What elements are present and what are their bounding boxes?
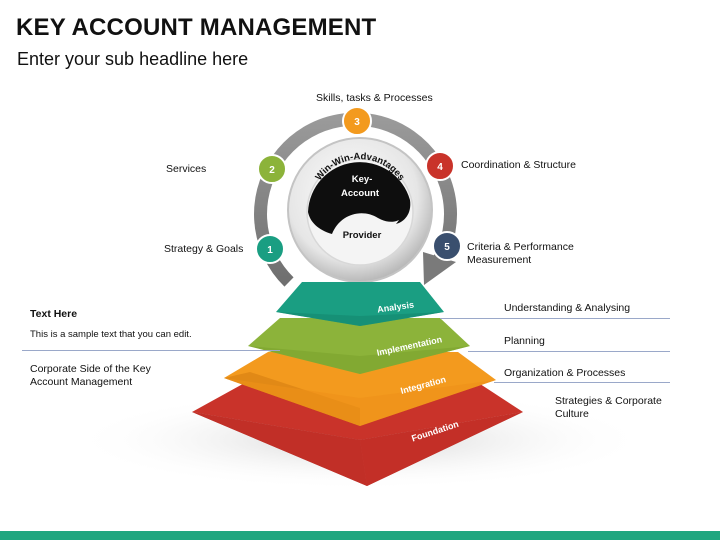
integration-rule <box>494 382 670 383</box>
pyramid-layer-foundation: Foundation <box>192 380 523 486</box>
page-subtitle: Enter your sub headline here <box>17 49 249 69</box>
pyramid-layer-implementation: Implementation <box>248 318 470 374</box>
step-4-label: Coordination & Structure <box>461 159 576 171</box>
footer-accent-bar <box>0 531 720 540</box>
step-number: 2 <box>269 165 275 176</box>
core-top-text-line1: Key- <box>352 174 373 185</box>
step-number: 1 <box>267 245 273 256</box>
step-5-label: Criteria & Performance Measurement <box>467 241 574 266</box>
page-title: KEY ACCOUNT MANAGEMENT <box>16 14 377 41</box>
integration-description: Organization & Processes <box>504 367 626 379</box>
step-number: 5 <box>444 242 450 253</box>
notes-body: This is a sample text that you can edit. <box>30 329 192 340</box>
cycle-step-4: 4 <box>425 151 455 181</box>
analysis-description: Understanding & Analysing <box>504 302 631 314</box>
step-number: 4 <box>437 162 443 173</box>
pyramid-layer-analysis: Analysis <box>276 282 444 326</box>
foundation-description: Strategies & Corporate Culture <box>555 395 662 420</box>
step-2-label: Services <box>166 163 207 175</box>
cycle-step-1: 1 <box>255 234 285 264</box>
core-swirl-accent <box>396 200 411 224</box>
cycle-step-5: 5 <box>432 231 462 261</box>
notes-rule <box>22 350 280 351</box>
analysis-rule <box>440 318 670 319</box>
step-3-label: Skills, tasks & Processes <box>316 92 433 104</box>
core-swirl <box>308 162 410 234</box>
notes-heading: Text Here <box>30 308 78 320</box>
cycle-step-2: 2 <box>257 154 287 184</box>
step-1-label: Strategy & Goals <box>164 243 244 255</box>
cycle-step-3: 3 <box>342 106 372 136</box>
core-bottom-text: Provider <box>343 230 382 241</box>
implementation-description: Planning <box>504 335 545 347</box>
corporate-side-label: Corporate Side of the Key Account Manage… <box>30 363 151 388</box>
pyramid-layer-integration: Integration <box>224 352 496 426</box>
implementation-rule <box>468 351 670 352</box>
step-number: 3 <box>354 117 360 128</box>
core-top-text-line2: Account <box>341 188 380 199</box>
